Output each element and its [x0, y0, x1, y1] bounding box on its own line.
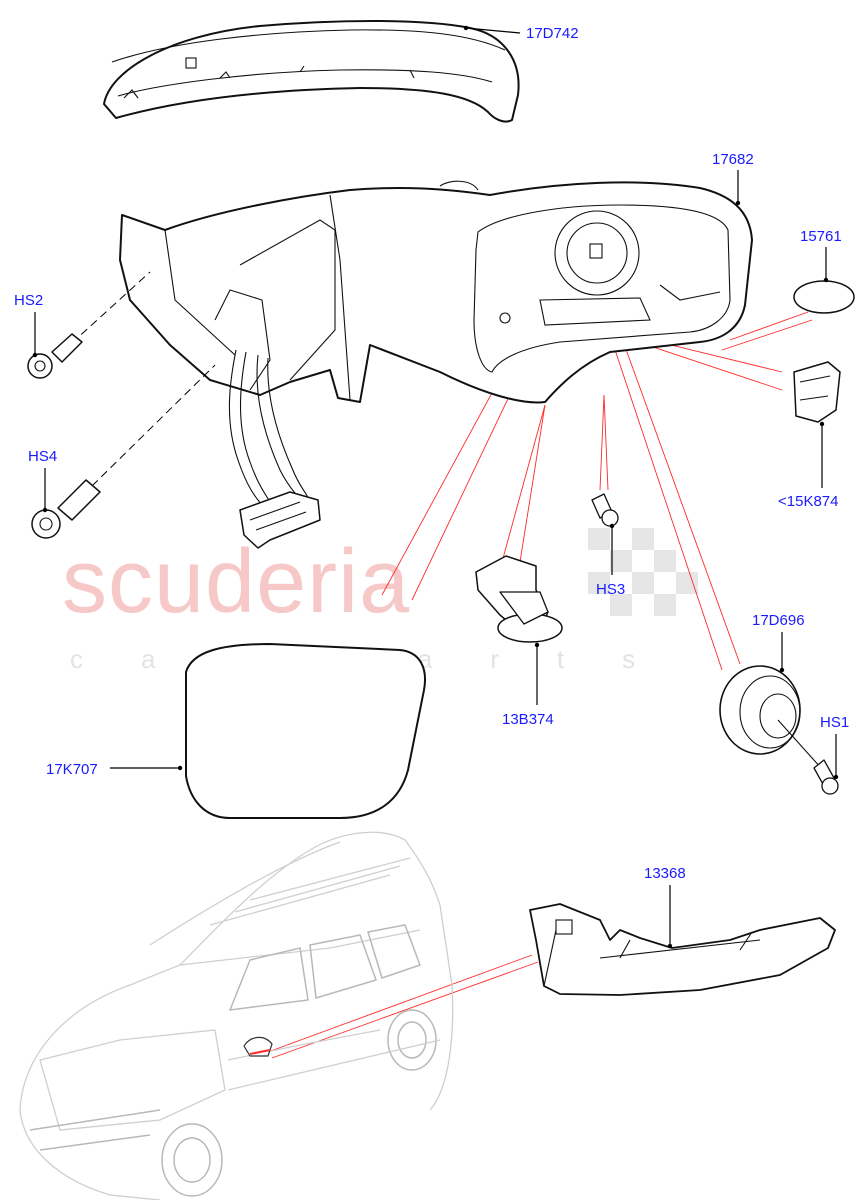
leader-dot: [42, 507, 48, 513]
leader-dot: [667, 943, 673, 949]
checkered-flag-icon: [588, 528, 698, 616]
leader-dot: [779, 667, 785, 673]
label-17K707: 17K707: [46, 761, 98, 778]
vehicle-illustration: [19, 831, 454, 1200]
mirror-glass-part: [185, 643, 426, 819]
label-15761: 15761: [800, 228, 842, 245]
label-hs3: HS3: [596, 581, 625, 598]
leader-dot: [609, 523, 615, 529]
screw-hs3-part: [591, 493, 619, 527]
motor-part: [719, 665, 831, 779]
mirror-housing-part: [119, 180, 753, 404]
label-13368: 13368: [644, 865, 686, 882]
leader-dot: [823, 277, 829, 283]
leader-dot: [735, 200, 741, 206]
label-15K874: <15K874: [778, 493, 838, 510]
label-17D696: 17D696: [752, 612, 805, 629]
mirror-cap-part: [103, 20, 520, 123]
puddle-lamp-part: [475, 555, 563, 643]
screw-hs4-part: [31, 364, 216, 539]
indicator-part: [529, 903, 836, 996]
leader-dot: [819, 421, 825, 427]
leader-dot: [833, 774, 839, 780]
watermark-main: scuderia: [62, 532, 410, 632]
leader-dot: [534, 642, 540, 648]
leader-dot: [463, 25, 469, 31]
screw-hs2-part: [27, 271, 151, 379]
label-hs4: HS4: [28, 448, 57, 465]
label-hs1: HS1: [820, 714, 849, 731]
leader-dot: [32, 352, 38, 358]
label-hs2: HS2: [14, 292, 43, 309]
clip-part: [793, 361, 841, 423]
label-13B374: 13B374: [502, 711, 554, 728]
label-17682: 17682: [712, 151, 754, 168]
leader-17D742: [465, 27, 521, 34]
seal-part: [793, 280, 855, 314]
screw-hs1-part: [813, 759, 839, 795]
label-17D742: 17D742: [526, 25, 579, 42]
wiring-harness-part: [228, 349, 321, 549]
leader-dot: [177, 765, 183, 771]
